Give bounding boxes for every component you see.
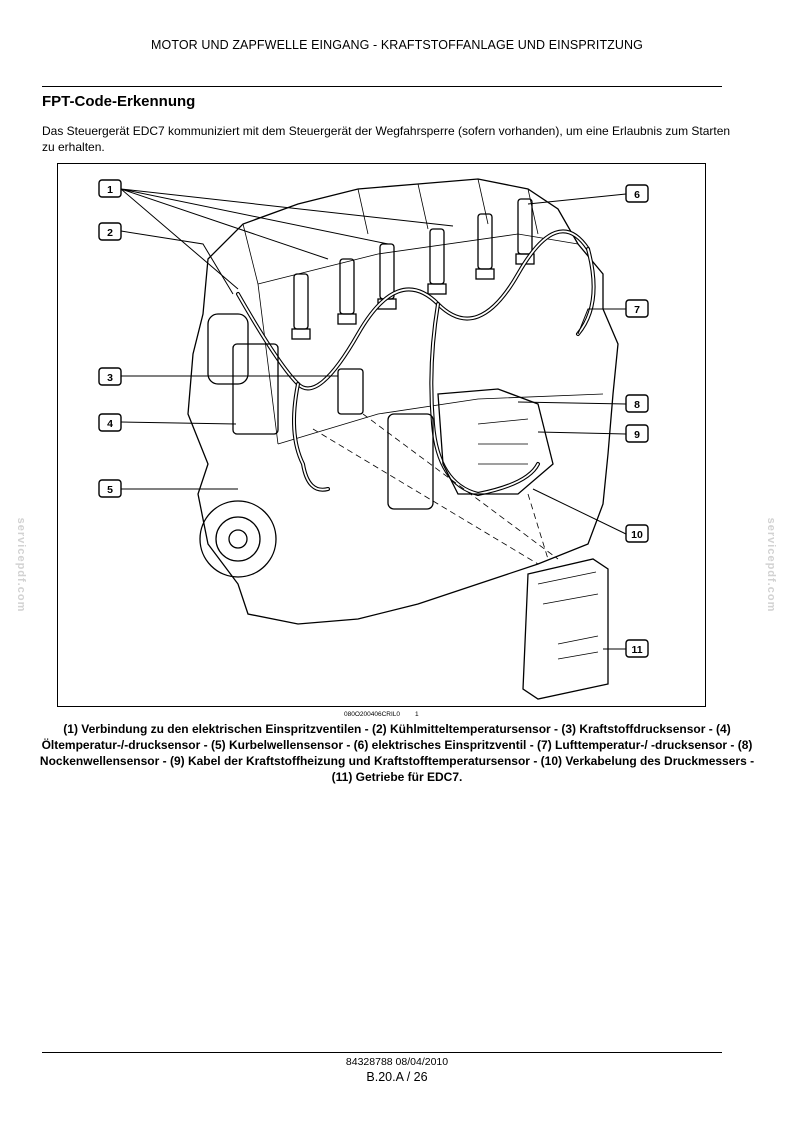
svg-text:8: 8 — [634, 399, 640, 411]
callout-1: 1 — [98, 179, 122, 198]
callout-9: 9 — [625, 424, 649, 443]
callout-11: 11 — [625, 639, 649, 658]
intro-paragraph: Das Steuergerät EDC7 kommuniziert mit de… — [42, 124, 731, 154]
svg-text:3: 3 — [107, 372, 113, 384]
header-rule — [42, 86, 722, 87]
svg-text:6: 6 — [634, 189, 640, 201]
callout-7: 7 — [625, 299, 649, 318]
watermark-right: servicepdf.com — [765, 517, 777, 613]
svg-text:11: 11 — [631, 644, 642, 656]
engine-illustration: 1 2 3 4 5 6 7 8 9 10 11 — [98, 178, 649, 700]
section-title: FPT-Code-Erkennung — [42, 93, 196, 110]
svg-text:9: 9 — [634, 429, 640, 441]
svg-text:10: 10 — [631, 529, 643, 541]
svg-text:5: 5 — [107, 484, 113, 496]
callout-4: 4 — [98, 413, 122, 432]
page-number: B.20.A / 26 — [366, 1070, 428, 1084]
svg-text:1: 1 — [107, 184, 113, 196]
svg-text:2: 2 — [107, 227, 113, 239]
callout-3: 3 — [98, 367, 122, 386]
figure-number: 1 — [415, 711, 419, 718]
footer-rule — [42, 1052, 722, 1053]
callout-10: 10 — [625, 524, 649, 543]
figure-code: 080O200406CRIL0 — [344, 711, 401, 718]
figure-caption: (1) Verbindung zu den elektrischen Einsp… — [39, 722, 755, 784]
engine-wiring-figure: 1 2 3 4 5 6 7 8 9 10 11 — [57, 163, 706, 707]
svg-text:7: 7 — [634, 304, 640, 316]
document-reference: 84328788 08/04/2010 — [345, 1056, 449, 1068]
callout-8: 8 — [625, 394, 649, 413]
callout-5: 5 — [98, 479, 122, 498]
running-header: MOTOR UND ZAPFWELLE EINGANG - KRAFTSTOFF… — [151, 38, 643, 52]
callout-6: 6 — [625, 184, 649, 203]
watermark-left: servicepdf.com — [15, 517, 27, 613]
callout-2: 2 — [98, 222, 122, 241]
svg-text:4: 4 — [107, 418, 113, 430]
